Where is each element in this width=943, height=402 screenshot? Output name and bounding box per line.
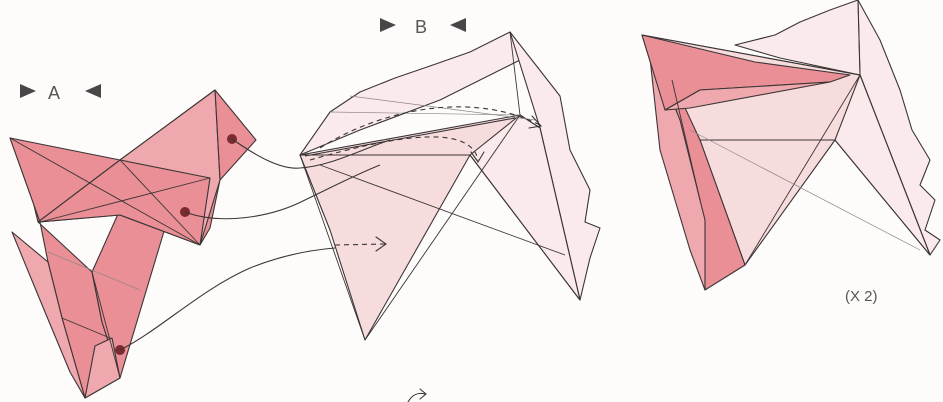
label-a-right-pointer-icon [85, 84, 101, 98]
unit-b [300, 32, 600, 340]
unit-a [10, 90, 256, 398]
result-assembly [642, 0, 940, 290]
label-b-group: B [380, 17, 466, 37]
label-a-group: A [20, 83, 101, 103]
multiplier-label: (X 2) [845, 288, 878, 305]
label-b-left-pointer-icon [380, 18, 396, 32]
label-a: A [48, 83, 60, 103]
label-b: B [415, 17, 427, 37]
bottom-curved-arrow-icon [408, 393, 425, 402]
label-a-left-pointer-icon [20, 84, 36, 98]
label-b-right-pointer-icon [450, 18, 466, 32]
